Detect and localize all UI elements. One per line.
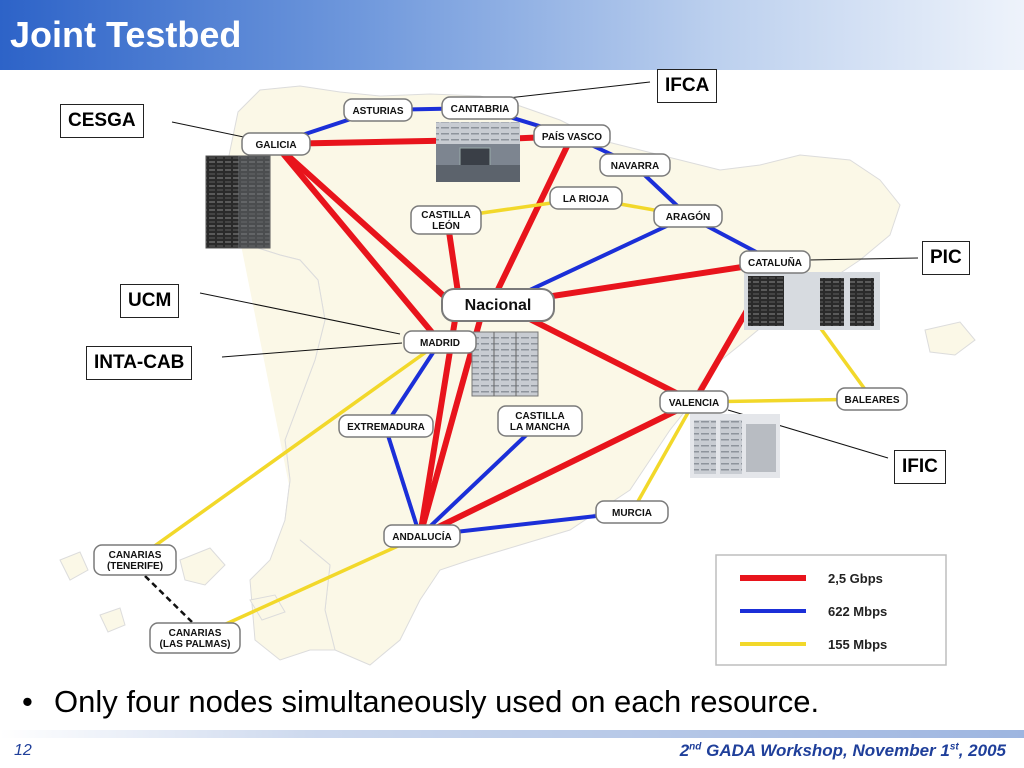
bullet-dot: •	[22, 684, 33, 719]
node-label: GALICIA	[255, 140, 296, 151]
node-aragon: ARAGÓN	[653, 204, 723, 228]
canarias-island-a	[59, 551, 89, 581]
node-label: NAVARRA	[611, 161, 660, 172]
node-label: ANDALUCÍA	[392, 530, 451, 543]
node-label-line1: CANARIAS	[169, 628, 222, 639]
node-label: ARAGÓN	[666, 210, 710, 223]
photo-cesga-server	[205, 155, 271, 249]
canarias-dashed-link	[144, 575, 193, 623]
node-label-line1: CANARIAS	[109, 550, 162, 561]
portugal-landmass	[225, 169, 336, 661]
node-label-line1: CASTILLA	[515, 411, 564, 422]
node-label: ASTURIAS	[352, 106, 403, 117]
node-cantabria: CANTABRIA	[441, 96, 519, 120]
node-label: MURCIA	[612, 508, 652, 519]
node-label-line2: LEÓN	[432, 219, 460, 232]
legend-label-155mbps: 155 Mbps	[828, 637, 887, 652]
mallorca-island	[924, 321, 976, 356]
node-label: LA RIOJA	[563, 194, 609, 205]
node-label-line2: LA MANCHA	[510, 422, 570, 433]
callout-pic: PIC	[922, 241, 970, 275]
photo-ific-room	[690, 414, 780, 478]
node-label: CATALUÑA	[748, 256, 802, 269]
node-canarias-tenerife: CANARIAS (TENERIFE)	[93, 544, 177, 576]
node-label-line1: CASTILLA	[421, 210, 470, 221]
node-castilla-la-mancha: CASTILLA LA MANCHA	[497, 405, 583, 437]
footer-year: , 2005	[958, 741, 1006, 760]
node-label: VALENCIA	[669, 398, 719, 409]
footer-middle: GADA Workshop, November 1	[701, 741, 950, 760]
node-label: Nacional	[465, 297, 532, 314]
node-castilla-leon: CASTILLA LEÓN	[410, 205, 482, 235]
node-label: PAÍS VASCO	[542, 130, 602, 143]
callout-ucm: UCM	[120, 284, 180, 318]
title-bar	[0, 0, 1024, 70]
footer-day-suffix: st	[949, 741, 959, 753]
footer-ordinal-suffix: nd	[689, 741, 702, 753]
node-canarias-las-palmas: CANARIAS (LAS PALMAS)	[149, 622, 241, 654]
photo-ifca-room	[436, 122, 520, 182]
page-number: 12	[14, 742, 32, 759]
photo-pic-racks	[744, 272, 880, 330]
bullet-item: • Only four nodes simultaneously used on …	[22, 682, 819, 722]
node-la-rioja: LA RIOJA	[549, 186, 623, 210]
node-label: BALEARES	[844, 395, 899, 406]
node-madrid: MADRID	[403, 330, 477, 354]
node-label: CANTABRIA	[451, 104, 510, 115]
callout-cesga: CESGA	[60, 104, 144, 138]
callout-ifca: IFCA	[657, 69, 718, 103]
node-andalucia: ANDALUCÍA	[383, 524, 461, 548]
footer-divider	[0, 730, 1024, 738]
callout-ific: IFIC	[894, 450, 946, 484]
node-cataluna: CATALUÑA	[739, 250, 811, 274]
legend-box: 2,5 Gbps 622 Mbps 155 Mbps	[715, 554, 947, 666]
slide-title: Joint Testbed	[10, 14, 242, 55]
node-baleares: BALEARES	[836, 387, 908, 411]
footer-ordinal: 2	[679, 741, 690, 760]
node-navarra: NAVARRA	[599, 153, 671, 177]
canarias-island-c	[99, 607, 126, 633]
node-galicia: GALICIA	[241, 132, 311, 156]
node-label-line2: (TENERIFE)	[107, 561, 163, 572]
callout-inta-cab: INTA-CAB	[86, 346, 193, 380]
bullet-text: Only four nodes simultaneously used on e…	[54, 684, 820, 719]
legend-label-2-5gbps: 2,5 Gbps	[828, 571, 883, 586]
photo-madrid-racks	[471, 331, 539, 397]
legend-label-622mbps: 622 Mbps	[828, 604, 887, 619]
node-valencia: VALENCIA	[659, 390, 729, 414]
network-map: ASTURIAS CANTABRIA GALICIA PAÍS VASCO NA…	[59, 81, 976, 666]
node-murcia: MURCIA	[595, 500, 669, 524]
node-label: EXTREMADURA	[347, 422, 425, 433]
canarias-island-b	[179, 547, 226, 586]
footer-caption: 2nd GADA Workshop, November 1st, 2005	[680, 741, 1006, 761]
node-label-line2: (LAS PALMAS)	[160, 639, 231, 650]
node-pais-vasco: PAÍS VASCO	[533, 124, 611, 148]
node-label: MADRID	[420, 338, 460, 349]
node-nacional: Nacional	[441, 288, 555, 322]
node-extremadura: EXTREMADURA	[338, 414, 434, 438]
node-asturias: ASTURIAS	[343, 98, 413, 122]
